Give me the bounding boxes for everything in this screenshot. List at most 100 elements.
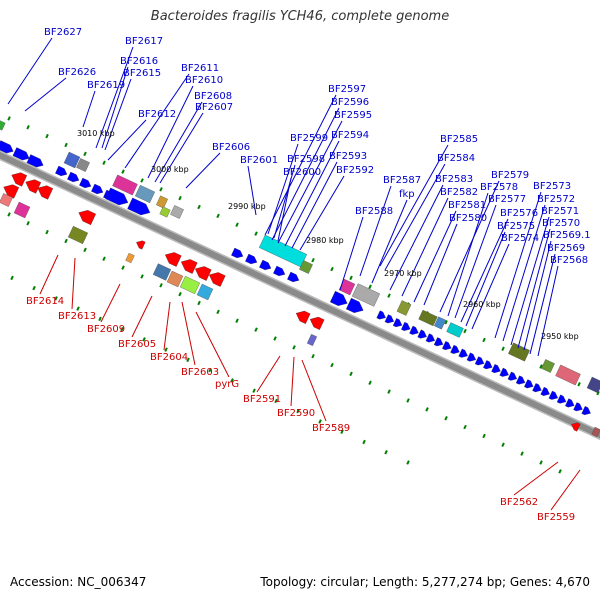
scale-label: 3000 kbp: [151, 165, 189, 174]
label-leader-line: [413, 210, 457, 303]
forward-gene-arrow: [231, 247, 244, 259]
label-leader-line: [389, 184, 444, 291]
label-leader-line: [82, 90, 96, 128]
tick-mark: [596, 390, 600, 396]
forward-gene-label: BF2617: [125, 36, 163, 47]
forward-gene-label: BF2612: [138, 109, 176, 120]
forward-gene-arrow: [409, 325, 419, 335]
reverse-gene-label: BF2562: [500, 497, 538, 508]
forward-gene-label: BF2601: [240, 155, 278, 166]
label-leader-lines: [7, 37, 581, 511]
gene-block: [76, 158, 90, 172]
scale-label: 2990 kbp: [228, 202, 266, 211]
forward-gene-label: BF2581: [448, 200, 486, 211]
forward-gene-label: fkp: [399, 189, 415, 200]
forward-gene-label: BF2598: [287, 154, 325, 165]
forward-gene-label: BF2578: [480, 182, 518, 193]
tick-mark: [252, 388, 256, 393]
forward-gene-arrow: [67, 171, 80, 183]
tick-mark: [349, 371, 353, 377]
tick-mark: [368, 380, 372, 386]
tick-mark: [539, 460, 543, 465]
gene-features: [0, 119, 600, 438]
gene-block: [446, 322, 464, 338]
forward-gene-arrow: [524, 379, 534, 389]
tick-mark: [349, 275, 353, 281]
label-leader-line: [264, 94, 337, 236]
forward-gene-label: BF2576: [500, 208, 538, 219]
label-leader-line: [154, 101, 203, 183]
forward-gene-label: BF2627: [44, 27, 82, 38]
forward-gene-label: BF2595: [334, 110, 372, 121]
tick-mark: [142, 337, 146, 342]
label-leader-line: [284, 140, 340, 247]
label-leader-line: [104, 78, 132, 151]
forward-gene-arrow: [573, 402, 583, 412]
tick-mark: [45, 133, 49, 139]
gene-block: [156, 195, 168, 209]
tick-mark: [482, 337, 486, 343]
tick-mark: [216, 309, 220, 315]
forward-gene-arrow: [245, 253, 258, 265]
label-leader-line: [379, 144, 449, 267]
gene-block: [135, 184, 155, 204]
map-title: Bacteroides fragilis YCH46, complete gen…: [150, 9, 450, 24]
tick-mark: [178, 291, 182, 297]
reverse-gene-arrow: [309, 316, 325, 330]
tick-mark: [501, 442, 505, 448]
forward-gene-arrow: [330, 290, 348, 306]
gene-block: [555, 364, 581, 386]
scale-label: 2970 kbp: [384, 269, 422, 278]
label-leader-line: [447, 192, 489, 317]
forward-gene-label: BF2594: [331, 130, 369, 141]
forward-gene-arrow: [499, 367, 509, 377]
label-leader-line: [195, 311, 230, 378]
forward-gene-label: BF2615: [123, 68, 161, 79]
gene-block: [180, 275, 200, 295]
reverse-gene-label: BF2589: [312, 423, 350, 434]
tick-mark: [311, 353, 315, 359]
tick-mark: [102, 160, 106, 165]
forward-gene-label: BF2580: [449, 213, 487, 224]
forward-gene-arrow: [127, 197, 151, 216]
forward-gene-arrow: [384, 314, 395, 324]
reverse-gene-label: BF2605: [118, 339, 156, 350]
label-leader-line: [131, 295, 153, 338]
forward-gene-arrow: [26, 154, 44, 168]
reverse-gene-label: BF2609: [87, 324, 125, 335]
forward-gene-label: BF2599: [290, 133, 328, 144]
label-leader-line: [247, 165, 257, 216]
forward-gene-arrow: [273, 265, 286, 277]
tick-mark: [83, 247, 87, 253]
forward-gene-arrow: [55, 165, 68, 177]
forward-gene-label: BF2577: [488, 194, 526, 205]
forward-gene-label: BF2592: [336, 165, 374, 176]
gene-block: [418, 309, 438, 327]
forward-gene-label: BF2597: [328, 84, 366, 95]
tick-mark: [406, 398, 410, 403]
forward-gene-label: BF2572: [537, 194, 575, 205]
forward-gene-label: BF2600: [283, 167, 321, 178]
label-leader-line: [517, 228, 551, 349]
forward-gene-arrow: [12, 147, 30, 161]
reverse-gene-arrow: [25, 179, 42, 194]
tick-mark: [45, 229, 49, 235]
label-leader-line: [299, 175, 345, 251]
label-leader-line: [101, 66, 129, 149]
tick-mark: [197, 204, 201, 210]
tick-mark: [32, 285, 36, 291]
gene-block: [152, 263, 172, 281]
gene-block: [170, 205, 184, 219]
forward-gene-arrow: [483, 360, 493, 370]
forward-gene-arrow: [581, 406, 591, 416]
tick-mark: [140, 274, 144, 279]
tick-mark: [235, 222, 239, 227]
forward-gene-arrow: [515, 375, 526, 385]
tick-mark: [274, 398, 278, 404]
forward-gene-label: BF2626: [58, 67, 96, 78]
reverse-gene-arrow: [78, 210, 96, 226]
forward-gene-arrow: [346, 297, 364, 313]
forward-gene-arrow: [0, 140, 14, 154]
label-leader-line: [339, 216, 364, 291]
tick-mark: [54, 296, 58, 301]
